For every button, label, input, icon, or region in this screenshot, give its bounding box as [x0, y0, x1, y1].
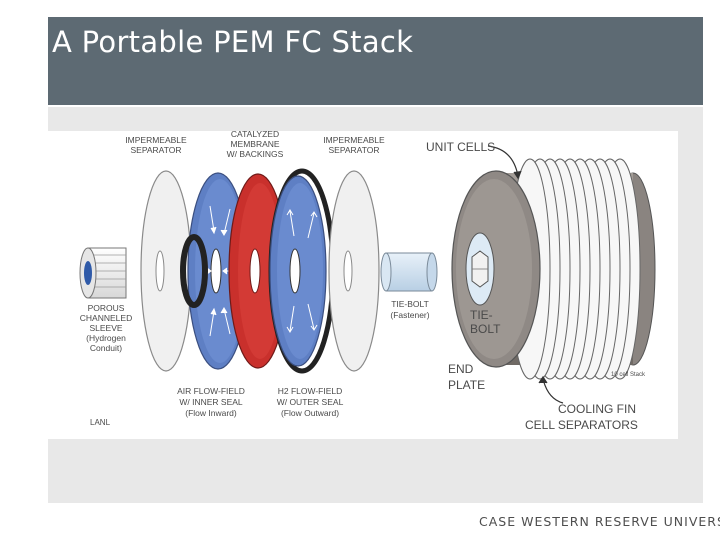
title-bar: A Portable PEM FC Stack	[48, 17, 703, 105]
unit-cells-arrow	[487, 145, 522, 180]
label-end-plate-1: END	[448, 362, 474, 376]
cooling-fin-arrow	[538, 375, 564, 404]
label-catalyzed-membrane-2: MEMBRANE	[230, 139, 279, 149]
label-porous-sleeve-1: POROUS	[88, 303, 125, 313]
label-impermeable-separator-right-2: SEPARATOR	[328, 145, 379, 155]
label-tie-bolt-fastener-1: TIE-BOLT	[391, 299, 429, 309]
label-impermeable-separator-left-1: IMPERMEABLE	[125, 135, 187, 145]
porous-sleeve	[79, 247, 127, 299]
label-air-flow-field-2: W/ INNER SEAL	[179, 397, 243, 407]
label-tie-bolt-2: BOLT	[470, 322, 501, 336]
label-cooling-fin-2: CELL SEPARATORS	[525, 418, 638, 432]
tie-bolt-fastener	[380, 252, 438, 292]
pem-fuel-cell-stack-diagram: IMPERMEABLE SEPARATOR CATALYZED MEMBRANE…	[48, 131, 678, 439]
label-impermeable-separator-left-2: SEPARATOR	[130, 145, 181, 155]
label-porous-sleeve-5: Conduit)	[90, 343, 122, 353]
label-catalyzed-membrane-1: CATALYZED	[231, 131, 279, 139]
label-porous-sleeve-2: CHANNELED	[80, 313, 132, 323]
label-h2-flow-field-3: (Flow Outward)	[281, 408, 339, 418]
label-lanl: LANL	[90, 418, 111, 427]
label-cooling-fin-1: COOLING FIN	[558, 402, 636, 416]
label-unit-cells: UNIT CELLS	[426, 140, 495, 154]
impermeable-separator-left	[140, 170, 192, 372]
slide-title: A Portable PEM FC Stack	[52, 25, 414, 59]
impermeable-separator-right	[328, 170, 380, 372]
label-h2-flow-field-1: H2 FLOW-FIELD	[278, 386, 343, 396]
assembled-stack	[451, 158, 656, 380]
label-h2-flow-field-2: W/ OUTER SEAL	[277, 397, 344, 407]
label-porous-sleeve-4: (Hydrogen	[86, 333, 126, 343]
inner-seal	[180, 234, 208, 308]
label-catalyzed-membrane-3: W/ BACKINGS	[227, 149, 284, 159]
h2-flow-field	[268, 168, 336, 374]
label-end-plate-2: PLATE	[448, 378, 485, 392]
label-cell-stack: 10 cell Stack	[611, 372, 646, 378]
label-impermeable-separator-right-1: IMPERMEABLE	[323, 135, 385, 145]
label-air-flow-field-1: AIR FLOW-FIELD	[177, 386, 245, 396]
label-tie-bolt-1: TIE-	[470, 308, 493, 322]
label-tie-bolt-fastener-2: (Fastener)	[390, 310, 429, 320]
label-porous-sleeve-3: SLEEVE	[89, 323, 122, 333]
label-air-flow-field-3: (Flow Inward)	[185, 408, 237, 418]
university-wordmark: CASE WESTERN RESERVE UNIVERSITY	[479, 514, 720, 529]
